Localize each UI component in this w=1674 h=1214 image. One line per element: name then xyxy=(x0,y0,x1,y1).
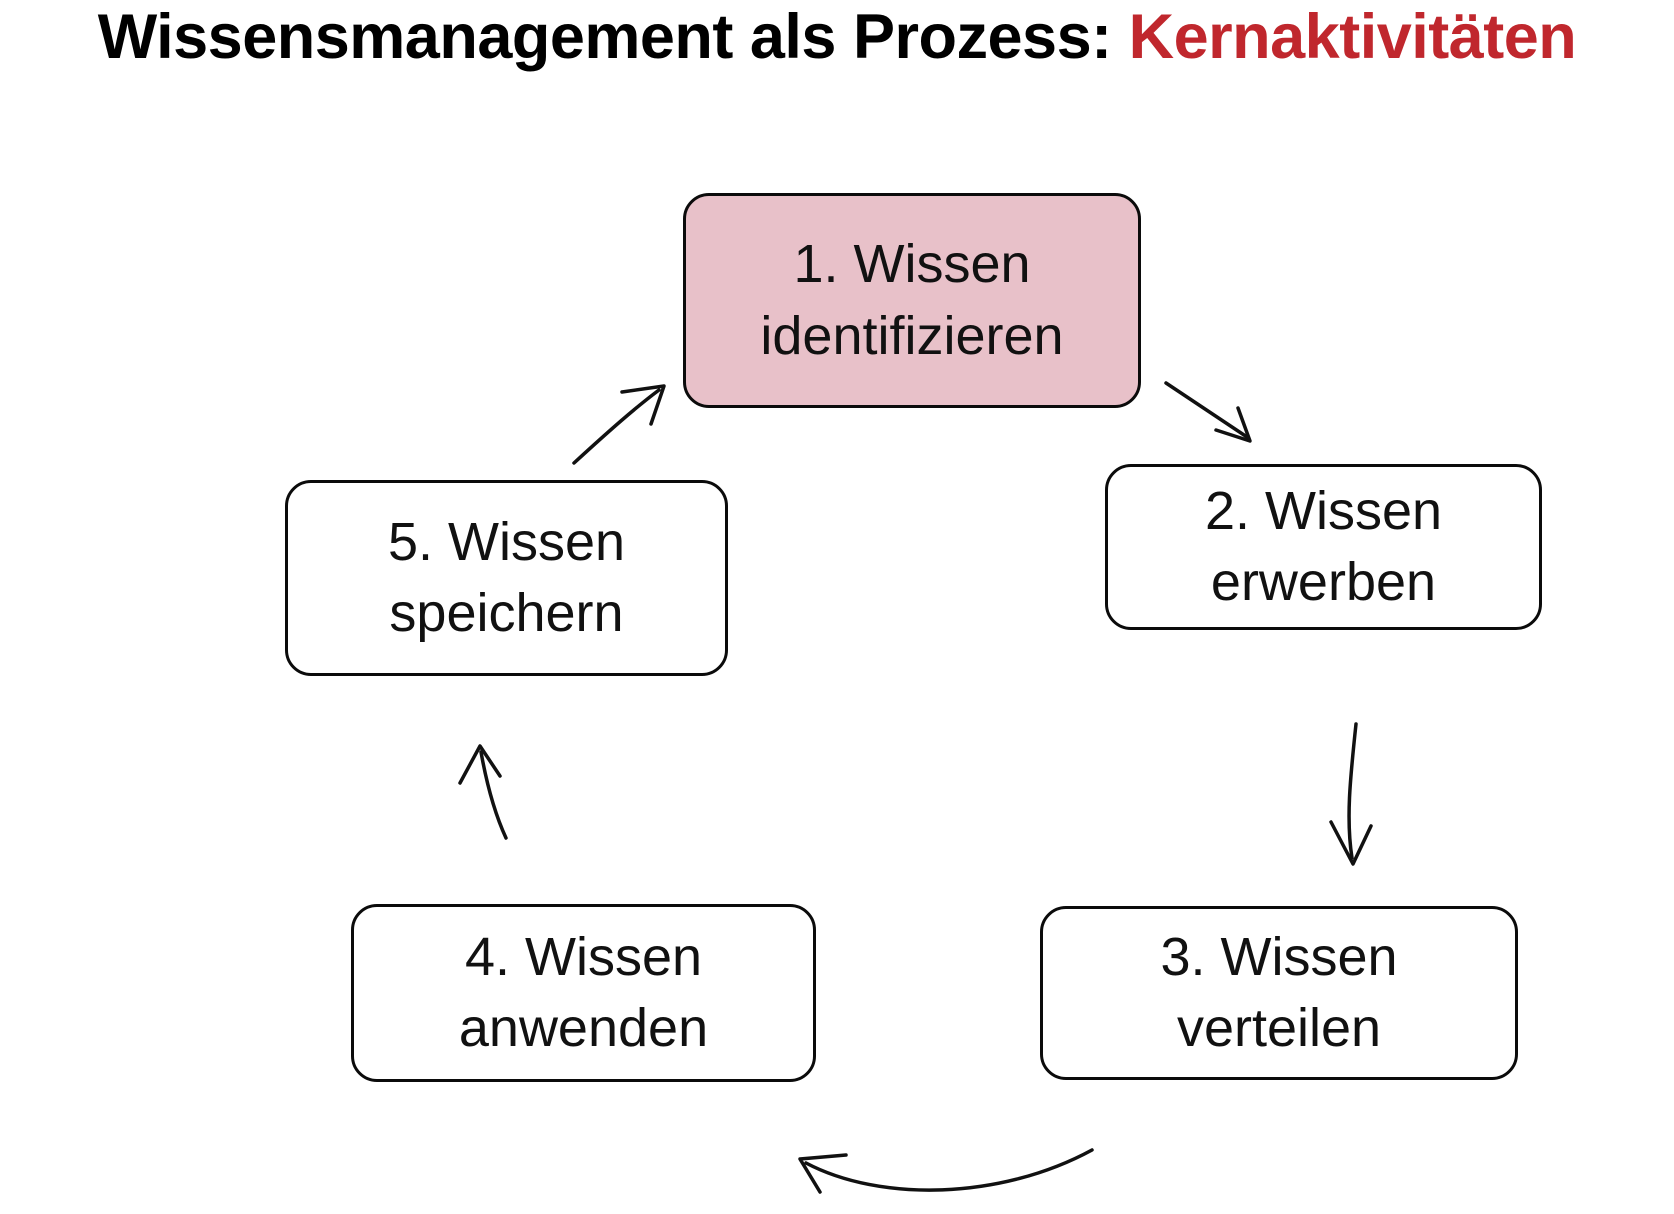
cycle-node-4-label: 4. Wissen anwenden xyxy=(458,926,709,1058)
cycle-node-5-label: 5. Wissen speichern xyxy=(387,511,626,643)
arrow-3-to-4 xyxy=(798,1148,1094,1194)
cycle-node-3-wissen-verteilen[interactable]: 3. Wissen verteilen xyxy=(1040,906,1518,1080)
page-title-main: Wissensmanagement als Prozess: xyxy=(97,2,1129,72)
arrow-5-to-1 xyxy=(572,384,666,465)
cycle-node-1-wissen-identifizieren[interactable]: 1. Wissen identifizieren xyxy=(683,193,1141,408)
page-title-accent: Kernaktivitäten xyxy=(1128,2,1577,72)
arrow-2-to-3 xyxy=(1329,722,1373,866)
cycle-node-2-label: 2. Wissen erwerben xyxy=(1204,480,1443,612)
cycle-node-2-wissen-erwerben[interactable]: 2. Wissen erwerben xyxy=(1105,464,1542,630)
page-title: Wissensmanagement als Prozess: Kernaktiv… xyxy=(0,4,1674,70)
arrow-1-to-2 xyxy=(1164,381,1252,443)
arrow-4-to-5 xyxy=(458,744,508,840)
cycle-node-5-wissen-speichern[interactable]: 5. Wissen speichern xyxy=(285,480,728,676)
cycle-node-4-wissen-anwenden[interactable]: 4. Wissen anwenden xyxy=(351,904,816,1082)
cycle-node-3-label: 3. Wissen verteilen xyxy=(1160,926,1398,1058)
cycle-node-1-label: 1. Wissen identifizieren xyxy=(760,234,1064,366)
